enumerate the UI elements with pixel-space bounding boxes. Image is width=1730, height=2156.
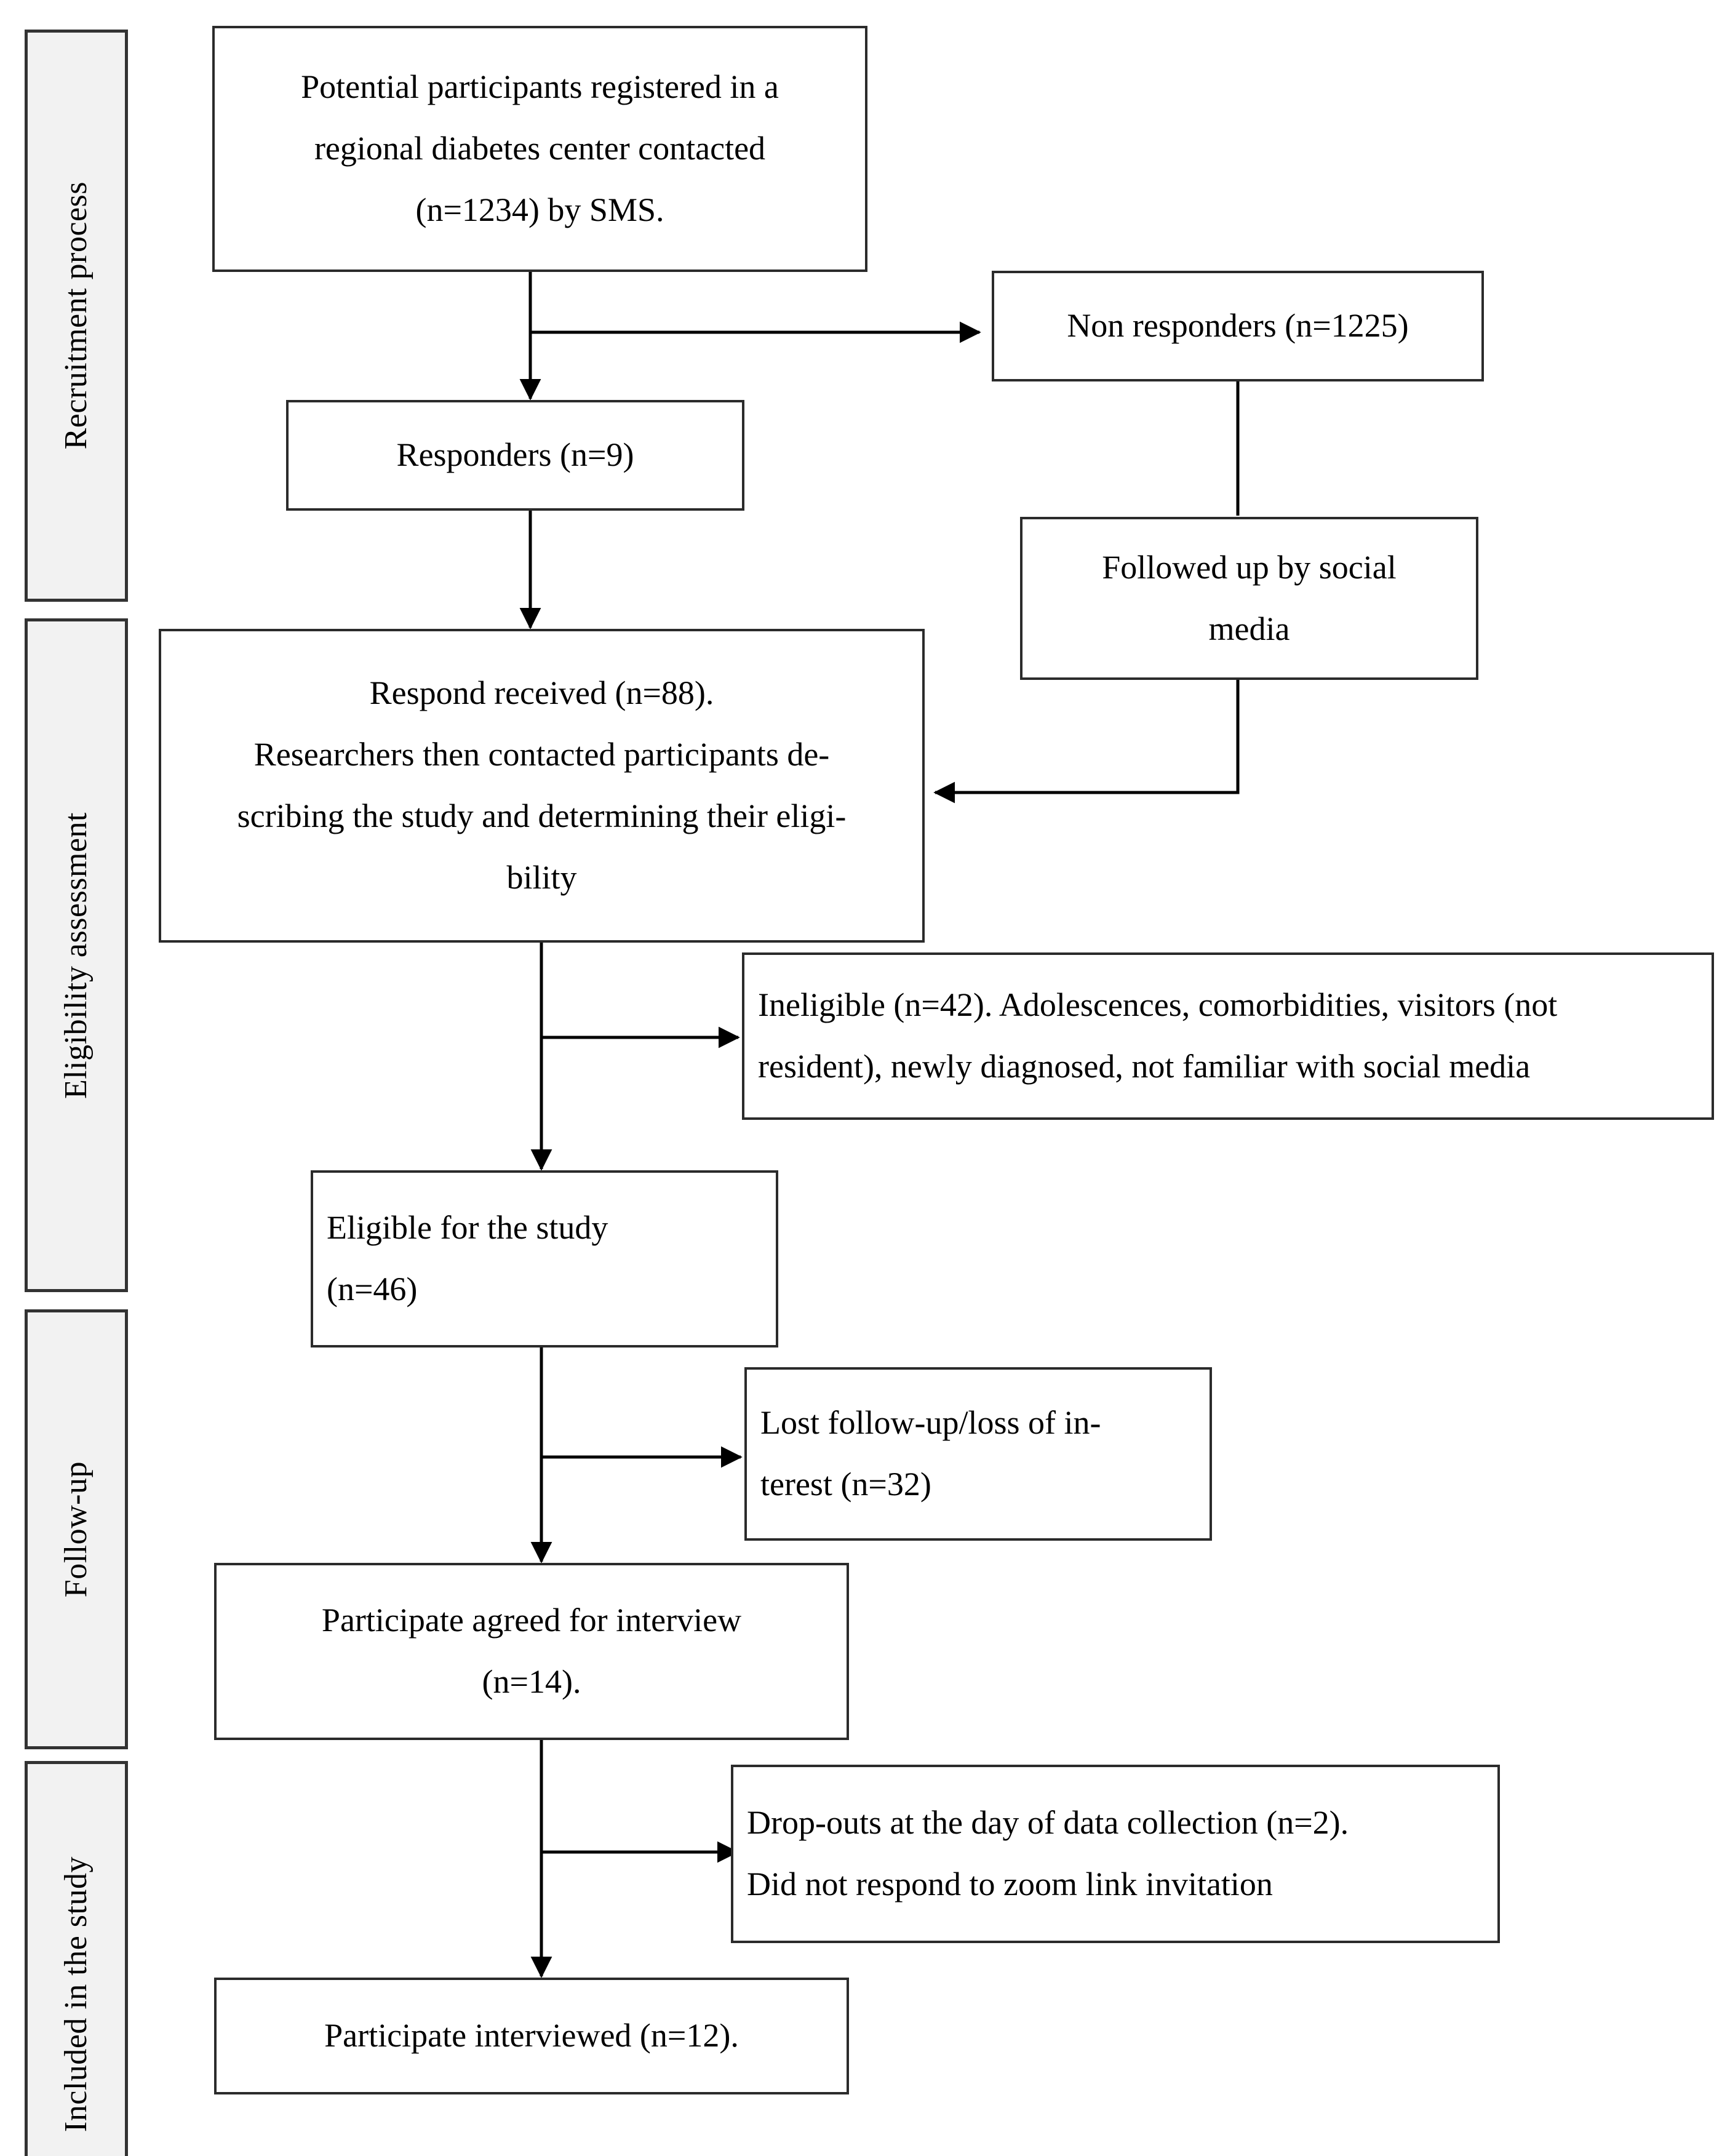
node-agreed-interview-line-2: (n=14).: [482, 1663, 581, 1700]
node-ineligible-line-2: resident), newly diagnosed, not familiar…: [758, 1048, 1531, 1085]
node-drop-outs-line-2: Did not respond to zoom link invitation: [747, 1866, 1273, 1902]
node-followed-up-social-media: Followed up by social media: [1020, 517, 1478, 680]
node-interviewed: Participate interviewed (n=12).: [214, 1978, 849, 2094]
node-lost-follow-up: Lost follow-up/loss of in- terest (n=32): [744, 1367, 1212, 1541]
edge-social-media-to-respond-received: [933, 678, 1240, 804]
node-lost-follow-up-line-1: Lost follow-up/loss of in-: [760, 1404, 1101, 1442]
node-ineligible-line-1: Ineligible (n=42). Adolescences, comorbi…: [758, 986, 1558, 1024]
node-agreed-interview: Participate agreed for interview (n=14).: [214, 1563, 849, 1740]
node-responders: Responders (n=9): [286, 400, 744, 511]
node-registered-line-1: Potential participants registered in a: [301, 68, 779, 106]
node-registered: Potential participants registered in a r…: [212, 26, 867, 272]
node-lost-follow-up-line-2: terest (n=32): [760, 1466, 931, 1503]
node-respond-received-line-2: Researchers then contacted participants …: [253, 736, 830, 773]
stage-label-eligibility: Eligibility assessment: [58, 812, 94, 1099]
node-non-responders-line-1: Non responders (n=1225): [1067, 307, 1409, 345]
stage-label-followup: Follow-up: [58, 1461, 94, 1598]
node-interviewed-line-1: Participate interviewed (n=12).: [324, 2017, 739, 2054]
stage-box-included: Included in the study: [25, 1761, 128, 2156]
node-eligible-line-1: Eligible for the study: [327, 1209, 608, 1247]
node-drop-outs-line-1: Drop-outs at the day of data collection …: [747, 1804, 1349, 1842]
node-respond-received: Respond received (n=88). Researchers the…: [159, 629, 925, 943]
stage-label-included: Included in the study: [58, 1856, 94, 2133]
stage-box-recruitment: Recruitment process: [25, 30, 128, 602]
node-registered-line-3: (n=1234) by SMS.: [415, 191, 664, 228]
node-respond-received-line-1: Respond received (n=88).: [369, 674, 714, 712]
stage-box-followup: Follow-up: [25, 1309, 128, 1749]
node-social-media-line-1: Followed up by social: [1102, 548, 1397, 586]
node-non-responders: Non responders (n=1225): [992, 271, 1484, 381]
node-agreed-interview-line-1: Participate agreed for interview: [321, 1602, 742, 1639]
node-social-media-line-2: media: [1208, 610, 1290, 647]
node-drop-outs: Drop-outs at the day of data collection …: [731, 1765, 1500, 1943]
node-respond-received-line-4: bility: [506, 858, 577, 896]
node-eligible-line-2: (n=46): [327, 1271, 418, 1308]
node-eligible: Eligible for the study (n=46): [311, 1170, 778, 1348]
node-respond-received-line-3: scribing the study and determining their…: [237, 797, 847, 834]
node-ineligible: Ineligible (n=42). Adolescences, comorbi…: [742, 952, 1714, 1120]
node-responders-line-1: Responders (n=9): [396, 436, 634, 474]
stage-label-recruitment: Recruitment process: [58, 182, 94, 450]
node-registered-line-2: regional diabetes center contacted: [314, 130, 766, 167]
stage-box-eligibility: Eligibility assessment: [25, 618, 128, 1292]
